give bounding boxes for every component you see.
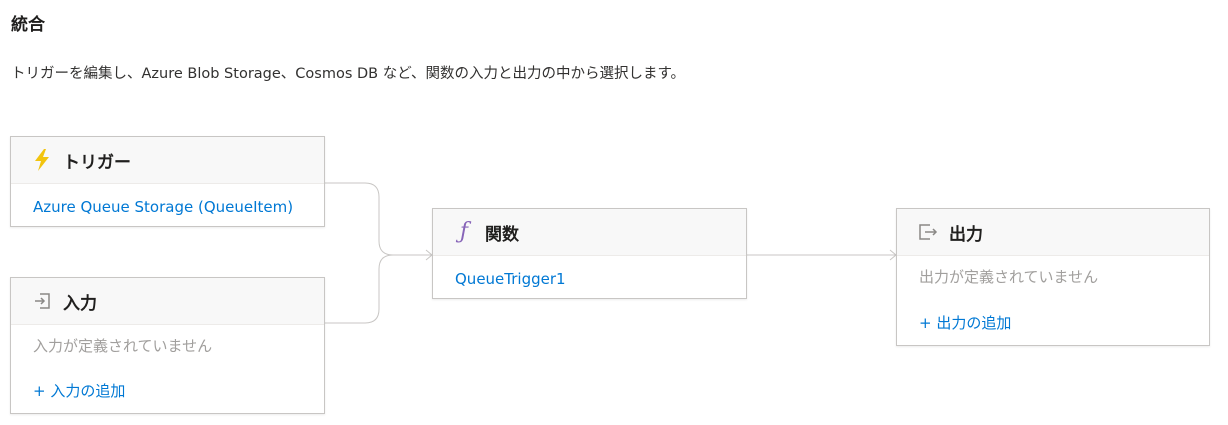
output-card: 出力 出力が定義されていません + 出力の追加 xyxy=(896,208,1210,346)
input-icon xyxy=(31,290,53,312)
output-empty-text: 出力が定義されていません xyxy=(919,268,1099,286)
lightning-icon xyxy=(31,149,53,171)
function-card-header: ƒ 関数 xyxy=(433,209,746,256)
trigger-card: トリガー Azure Queue Storage (QueueItem) xyxy=(10,136,325,227)
connector-input-to-function xyxy=(325,254,394,324)
function-card: ƒ 関数 QueueTrigger1 xyxy=(432,208,747,299)
page-description: トリガーを編集し、Azure Blob Storage、Cosmos DB など… xyxy=(11,66,686,82)
page-title: 統合 xyxy=(11,15,45,35)
input-label: 入力 xyxy=(63,293,97,314)
add-input-link[interactable]: + 入力の追加 xyxy=(33,382,126,400)
input-empty-text: 入力が定義されていません xyxy=(33,337,213,355)
trigger-link[interactable]: Azure Queue Storage (QueueItem) xyxy=(33,198,294,216)
function-icon: ƒ xyxy=(459,219,469,244)
output-icon xyxy=(917,221,939,243)
trigger-label: トリガー xyxy=(63,152,131,173)
trigger-card-header: トリガー xyxy=(11,137,324,184)
output-card-header: 出力 xyxy=(897,209,1209,256)
connector-trigger-to-function xyxy=(325,182,432,256)
function-label: 関数 xyxy=(485,224,519,245)
add-output-link[interactable]: + 出力の追加 xyxy=(919,314,1012,332)
input-card-header: 入力 xyxy=(11,278,324,325)
input-card: 入力 入力が定義されていません + 入力の追加 xyxy=(10,277,325,414)
function-link[interactable]: QueueTrigger1 xyxy=(455,270,566,288)
output-label: 出力 xyxy=(949,224,983,245)
